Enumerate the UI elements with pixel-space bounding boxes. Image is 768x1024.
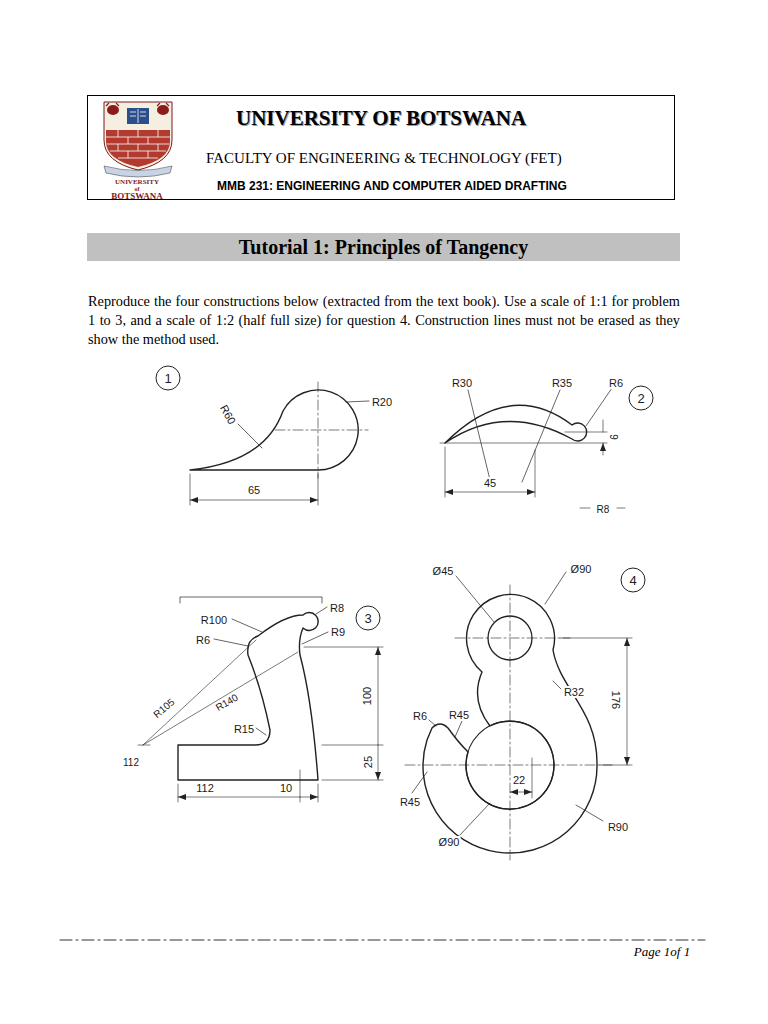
linear-dimension: 112 (195, 782, 215, 794)
callout-number: 1 (164, 371, 171, 386)
title-band: Tutorial 1: Principles of Tangency (87, 233, 680, 261)
logo-text: UNIVERSITY (114, 178, 160, 186)
linear-dimension: 6 (609, 433, 620, 441)
linear-dimension-holder: 65 (247, 480, 261, 498)
diameter-dimension-holder: Ø90 (570, 559, 593, 577)
callout-circle: 3 (355, 605, 381, 631)
diameter-dimension: Ø45 (432, 565, 455, 577)
linear-dimension: 45 (483, 477, 497, 489)
figure-four (405, 572, 632, 860)
linear-dimension: 112 (122, 757, 140, 768)
diameter-dimension-holder: Ø45 (432, 561, 455, 579)
radius-dimension: R6 (608, 377, 624, 389)
callout-number: 3 (364, 611, 371, 626)
figure-one (190, 382, 369, 505)
radius-dimension-holder: R100 (200, 610, 228, 628)
radius-dimension-holder: R30 (451, 373, 473, 391)
radius-dimension: R8 (596, 504, 611, 515)
radius-dimension: R6 (412, 710, 428, 722)
page-number-holder: Page 1of 1 (633, 942, 691, 960)
figure-two (440, 388, 625, 508)
radius-dimension: R90 (607, 821, 629, 833)
radius-dimension-holder: R20 (371, 392, 393, 410)
callout-number: 4 (629, 573, 636, 588)
header-box: UNIVERSITY OF BOTSWANA FACULTY OF ENGINEE… (87, 95, 675, 200)
linear-dimension-holder: 176 (608, 690, 626, 710)
diameter-dimension: Ø90 (570, 563, 593, 575)
radius-dimension-holder: R15 (233, 719, 255, 737)
radius-dimension: R8 (329, 602, 345, 614)
radius-dimension-holder: R6 (195, 630, 211, 648)
radius-dimension-holder: R105 (147, 692, 178, 722)
radius-dimension-holder: R6 (608, 373, 624, 391)
linear-dimension-holder: 100 (357, 686, 375, 706)
footer-rule (60, 940, 705, 941)
callout-number: 2 (637, 391, 644, 406)
logo-text-holder: UNIVERSITY (114, 170, 160, 188)
logo-text: BOTSWANA (110, 191, 164, 201)
radius-dimension-holder: R90 (607, 817, 629, 835)
figure-three (138, 597, 383, 802)
linear-dimension-holder: 112 (122, 752, 140, 770)
radius-dimension: R15 (233, 723, 255, 735)
radius-dimension: R32 (563, 686, 585, 698)
linear-dimension-holder: 10 (279, 778, 293, 796)
radius-dimension-holder: R32 (563, 682, 585, 700)
diameter-dimension-holder: Ø90 (438, 832, 461, 850)
title-text: Tutorial 1: Principles of Tangency (239, 235, 528, 259)
linear-dimension: 25 (362, 755, 374, 769)
radius-dimension-holder: R8 (596, 499, 611, 517)
radius-dimension-holder: R8 (329, 598, 345, 616)
radius-dimension-holder: R45 (448, 705, 470, 723)
radius-dimension: R45 (448, 709, 470, 721)
linear-dimension-holder: 45 (483, 473, 497, 491)
callout-circle: 1 (155, 365, 181, 391)
linear-dimension-holder: 25 (358, 755, 376, 769)
radius-dimension: R30 (451, 377, 473, 389)
radius-dimension-holder: R35 (551, 373, 573, 391)
radius-dimension: R60 (218, 402, 239, 427)
faculty-name: FACULTY OF ENGINEERING & TECHNOLOGY (FET… (206, 150, 562, 167)
radius-dimension-holder: R140 (210, 687, 241, 716)
callout-circle: 2 (628, 385, 654, 411)
radius-dimension-holder: R9 (330, 622, 346, 640)
logo-text-holder: BOTSWANA (110, 185, 164, 203)
radius-dimension-holder: R6 (412, 706, 428, 724)
linear-dimension-holder: 112 (195, 778, 215, 796)
callout-circle: 4 (620, 567, 646, 593)
instruction-text: Reproduce the four constructions below (… (88, 292, 680, 349)
page-number: Page 1of 1 (633, 944, 691, 959)
diameter-dimension: Ø90 (438, 836, 461, 848)
linear-dimension: 22 (512, 774, 526, 786)
radius-dimension-holder: R45 (399, 792, 421, 810)
university-logo (104, 102, 172, 177)
linear-dimension-holder: 6 (604, 433, 622, 441)
radius-dimension: R45 (399, 796, 421, 808)
linear-dimension-holder: 22 (512, 770, 526, 788)
linear-dimension: 10 (279, 782, 293, 794)
linear-dimension: 65 (247, 484, 261, 496)
university-name: UNIVERSITY OF BOTSWANA (236, 106, 526, 130)
radius-dimension: R140 (213, 691, 241, 713)
radius-dimension: R35 (551, 377, 573, 389)
linear-dimension: 100 (361, 686, 373, 706)
linear-dimension: 176 (610, 690, 622, 710)
radius-dimension: R6 (195, 634, 211, 646)
radius-dimension: R100 (200, 614, 228, 626)
radius-dimension: R20 (371, 396, 393, 408)
instruction-text-holder: Reproduce the four constructions below (… (88, 292, 680, 349)
radius-dimension: R9 (330, 626, 346, 638)
course-title: MMB 231: ENGINEERING AND COMPUTER AIDED … (217, 179, 567, 193)
